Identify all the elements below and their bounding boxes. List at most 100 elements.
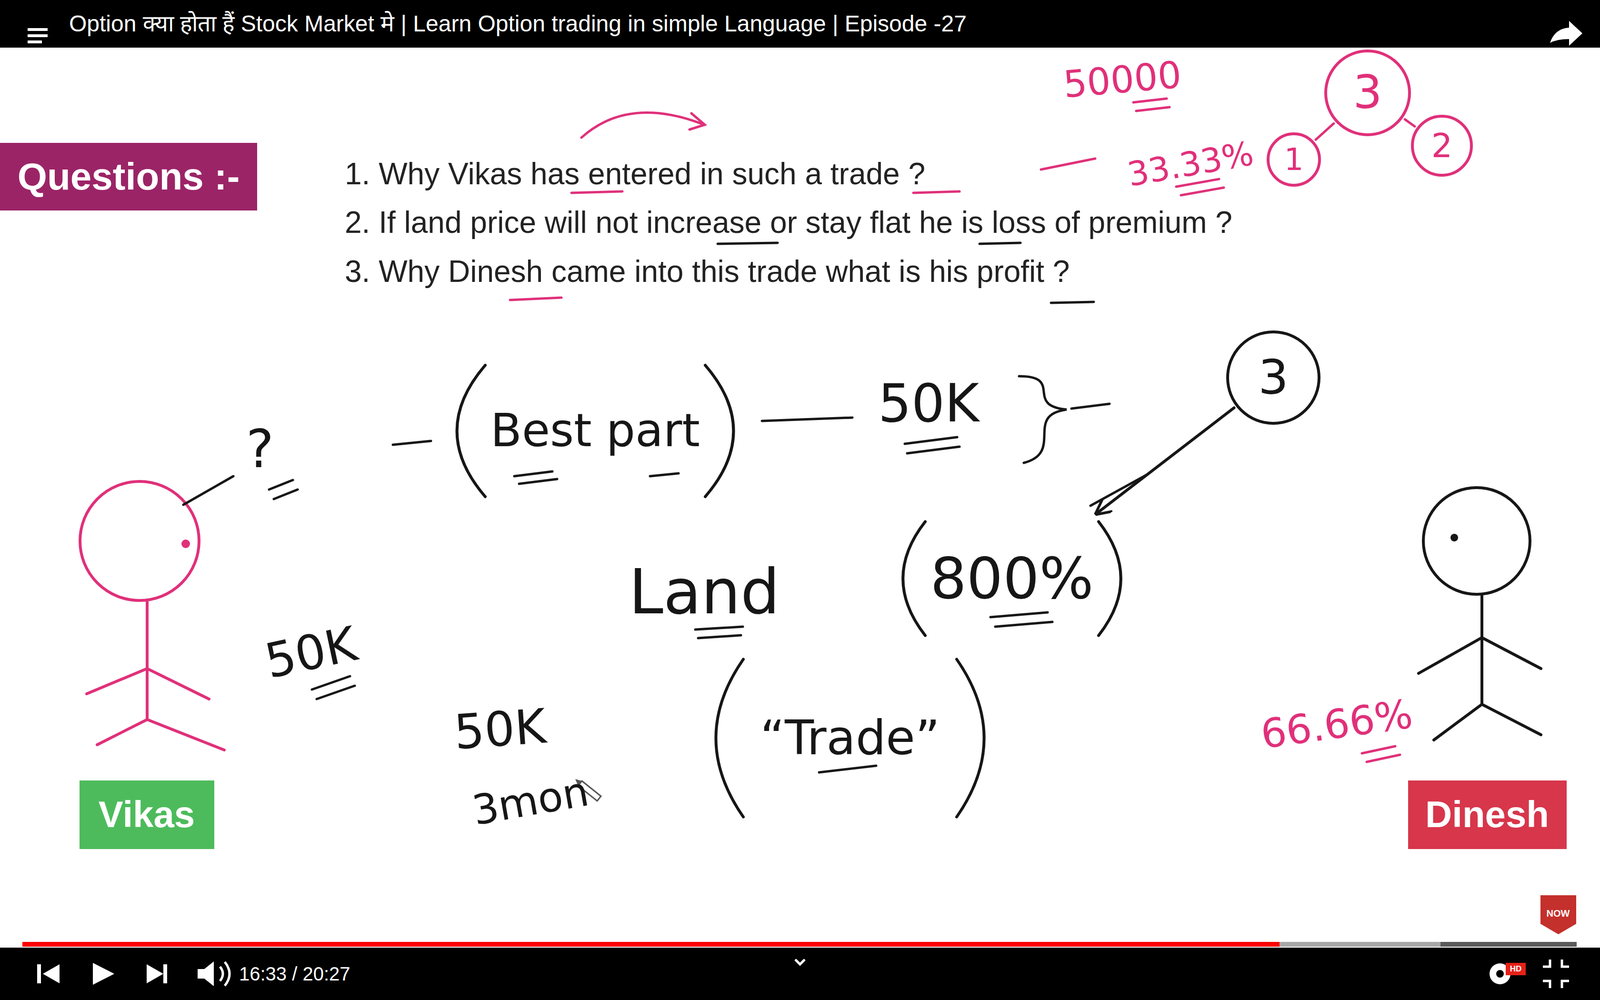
node-label: Vikas [98, 794, 195, 836]
underline [514, 471, 553, 477]
arrow-tip [689, 113, 705, 130]
callout-circle: 2 [1410, 114, 1474, 178]
fullscreen-exit-icon [1542, 959, 1570, 989]
callout-circle: 3 [1323, 49, 1412, 137]
question-text: 3. Why Dinesh came into this trade what … [344, 254, 1070, 289]
underline [1133, 98, 1167, 103]
underline [904, 437, 958, 444]
node-label: 3 [1258, 351, 1289, 404]
node-label: 1 [1284, 142, 1304, 177]
pointer-line [761, 417, 853, 421]
control-bar [0, 947, 1600, 1000]
callout-circle: 1 [1266, 131, 1322, 188]
prev-icon [42, 964, 60, 984]
underline [979, 242, 1021, 244]
amount-note: 50K [878, 374, 980, 433]
tick-mark [1040, 158, 1096, 170]
label-wrap: Land [628, 558, 780, 627]
circle-outline [1227, 331, 1320, 424]
label-wrap: 50K [452, 700, 548, 759]
menu-icon [27, 29, 48, 42]
node-label: Dinesh [1425, 794, 1550, 836]
figure-head [80, 481, 200, 601]
next-icon [163, 964, 168, 984]
hd-text: HD [1510, 964, 1522, 974]
underline [571, 191, 623, 193]
share-icon [1550, 20, 1583, 46]
question-text: 1. Why Vikas has entered in such a trade… [344, 157, 926, 191]
underline [717, 242, 778, 244]
amount-note: 50K [452, 700, 548, 759]
bracketed-note: Best part [438, 359, 753, 503]
callout-circle: 3 [1225, 330, 1321, 426]
curved-arrow [581, 112, 705, 138]
prev-icon [37, 964, 41, 984]
player-strokes [220, 959, 1570, 989]
label-wrap: 3mon [469, 768, 592, 834]
time-display: 16:33 / 20:27 [239, 963, 351, 985]
name-tag: Vikas [79, 780, 215, 850]
play-icon [92, 962, 115, 985]
underline [269, 480, 293, 490]
circle-outline [1325, 50, 1410, 135]
node-label: Questions :- [17, 155, 240, 198]
circle-outline [1412, 116, 1472, 176]
next-icon [146, 964, 164, 984]
name-tag: Dinesh [1408, 780, 1567, 850]
underline [990, 612, 1048, 618]
dinesh-figure [1418, 487, 1541, 740]
underline [913, 191, 960, 193]
parenthesis-outline [457, 365, 734, 497]
underline [1050, 301, 1094, 303]
title-bar [0, 0, 1600, 48]
duration-note: 3mon [469, 768, 592, 834]
label-wrap: 1. Why Vikas has entered in such a trade… [344, 157, 926, 191]
figure-head [1423, 487, 1530, 595]
underline [650, 473, 679, 477]
label-wrap: NOW [1546, 908, 1570, 919]
subscribe-text: NOW [1546, 908, 1570, 919]
underline [907, 446, 960, 454]
buffer-bar [22, 941, 1441, 947]
figure-body [145, 600, 149, 720]
node-label: 800% [930, 547, 1094, 610]
questions-tag: Questions :- [0, 142, 258, 211]
underline [695, 626, 743, 630]
brace-tail [1071, 403, 1110, 409]
volume-wave [220, 966, 223, 981]
figure-arms [1418, 637, 1541, 674]
tick-mark [1090, 474, 1148, 506]
brace [1019, 376, 1067, 463]
underline [316, 685, 355, 700]
figure-eye [1450, 533, 1459, 542]
subscribe-badge [1540, 895, 1577, 935]
node-label: 3 [1352, 67, 1382, 119]
word-note: Land [628, 558, 780, 627]
chevron-icon [795, 959, 805, 965]
underline [819, 765, 877, 773]
label-wrap: 3. Why Dinesh came into this trade what … [344, 254, 1070, 289]
connector-line [1315, 123, 1334, 140]
label-wrap: 50K [878, 374, 980, 433]
underline [995, 621, 1053, 627]
title-wrap: Option क्या होता हैं Stock Market मे | L… [69, 0, 967, 48]
player-controls [37, 961, 1526, 987]
underline [1136, 107, 1170, 111]
menu-line [27, 34, 48, 38]
question-mark: ? [246, 420, 274, 479]
menu-line [27, 28, 48, 31]
bracketed-note: 800% [888, 516, 1136, 641]
menu-line [27, 40, 42, 44]
label-wrap: ? [246, 420, 274, 479]
volume-wave [224, 961, 230, 986]
leader-line [183, 476, 234, 505]
underline [510, 297, 562, 300]
label-wrap: 16:33 / 20:27 [239, 963, 351, 985]
node-label: Best part [490, 405, 700, 457]
parenthesis-outline [902, 521, 1121, 636]
figure-body [1480, 594, 1484, 705]
node-label: 2 [1431, 127, 1453, 165]
underline [698, 635, 741, 639]
node-label: “Trade” [760, 711, 940, 765]
